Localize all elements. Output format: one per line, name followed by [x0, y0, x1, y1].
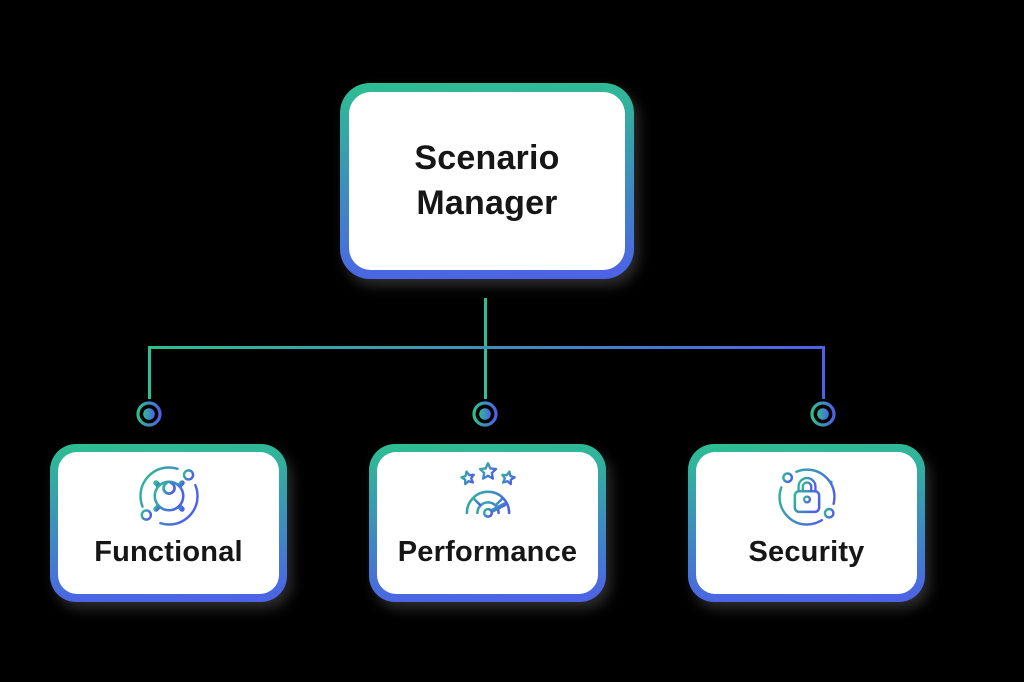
gear-wrench-orbit-icon: [138, 466, 199, 526]
node-scenario-manager-body: Scenario Manager: [349, 92, 625, 270]
node-label-functional: Functional: [94, 536, 243, 568]
node-performance: Performance: [369, 444, 606, 602]
node-scenario-manager: Scenario Manager: [340, 83, 634, 279]
padlock-orbit-icon: [777, 468, 836, 526]
connector-node-circle-performance: [472, 401, 498, 427]
node-label-performance: Performance: [397, 536, 578, 568]
connector-drop-security: [822, 349, 825, 399]
connector-node-circle-functional: [136, 401, 162, 427]
node-label-security: Security: [748, 536, 865, 568]
connector-horizontal-line: [148, 346, 825, 349]
connector-drop-performance: [484, 349, 487, 399]
node-functional: Functional: [50, 444, 287, 602]
node-performance-body: Performance: [377, 452, 598, 594]
node-security-body: Security: [696, 452, 917, 594]
node-security: Security: [688, 444, 925, 602]
connector-root-stem: [484, 298, 487, 346]
gauge-stars-icon: [459, 462, 516, 518]
node-label-scenario-manager: Scenario Manager: [414, 139, 560, 222]
connector-drop-functional: [148, 349, 151, 399]
connector-node-circle-security: [810, 401, 836, 427]
node-functional-body: Functional: [58, 452, 279, 594]
